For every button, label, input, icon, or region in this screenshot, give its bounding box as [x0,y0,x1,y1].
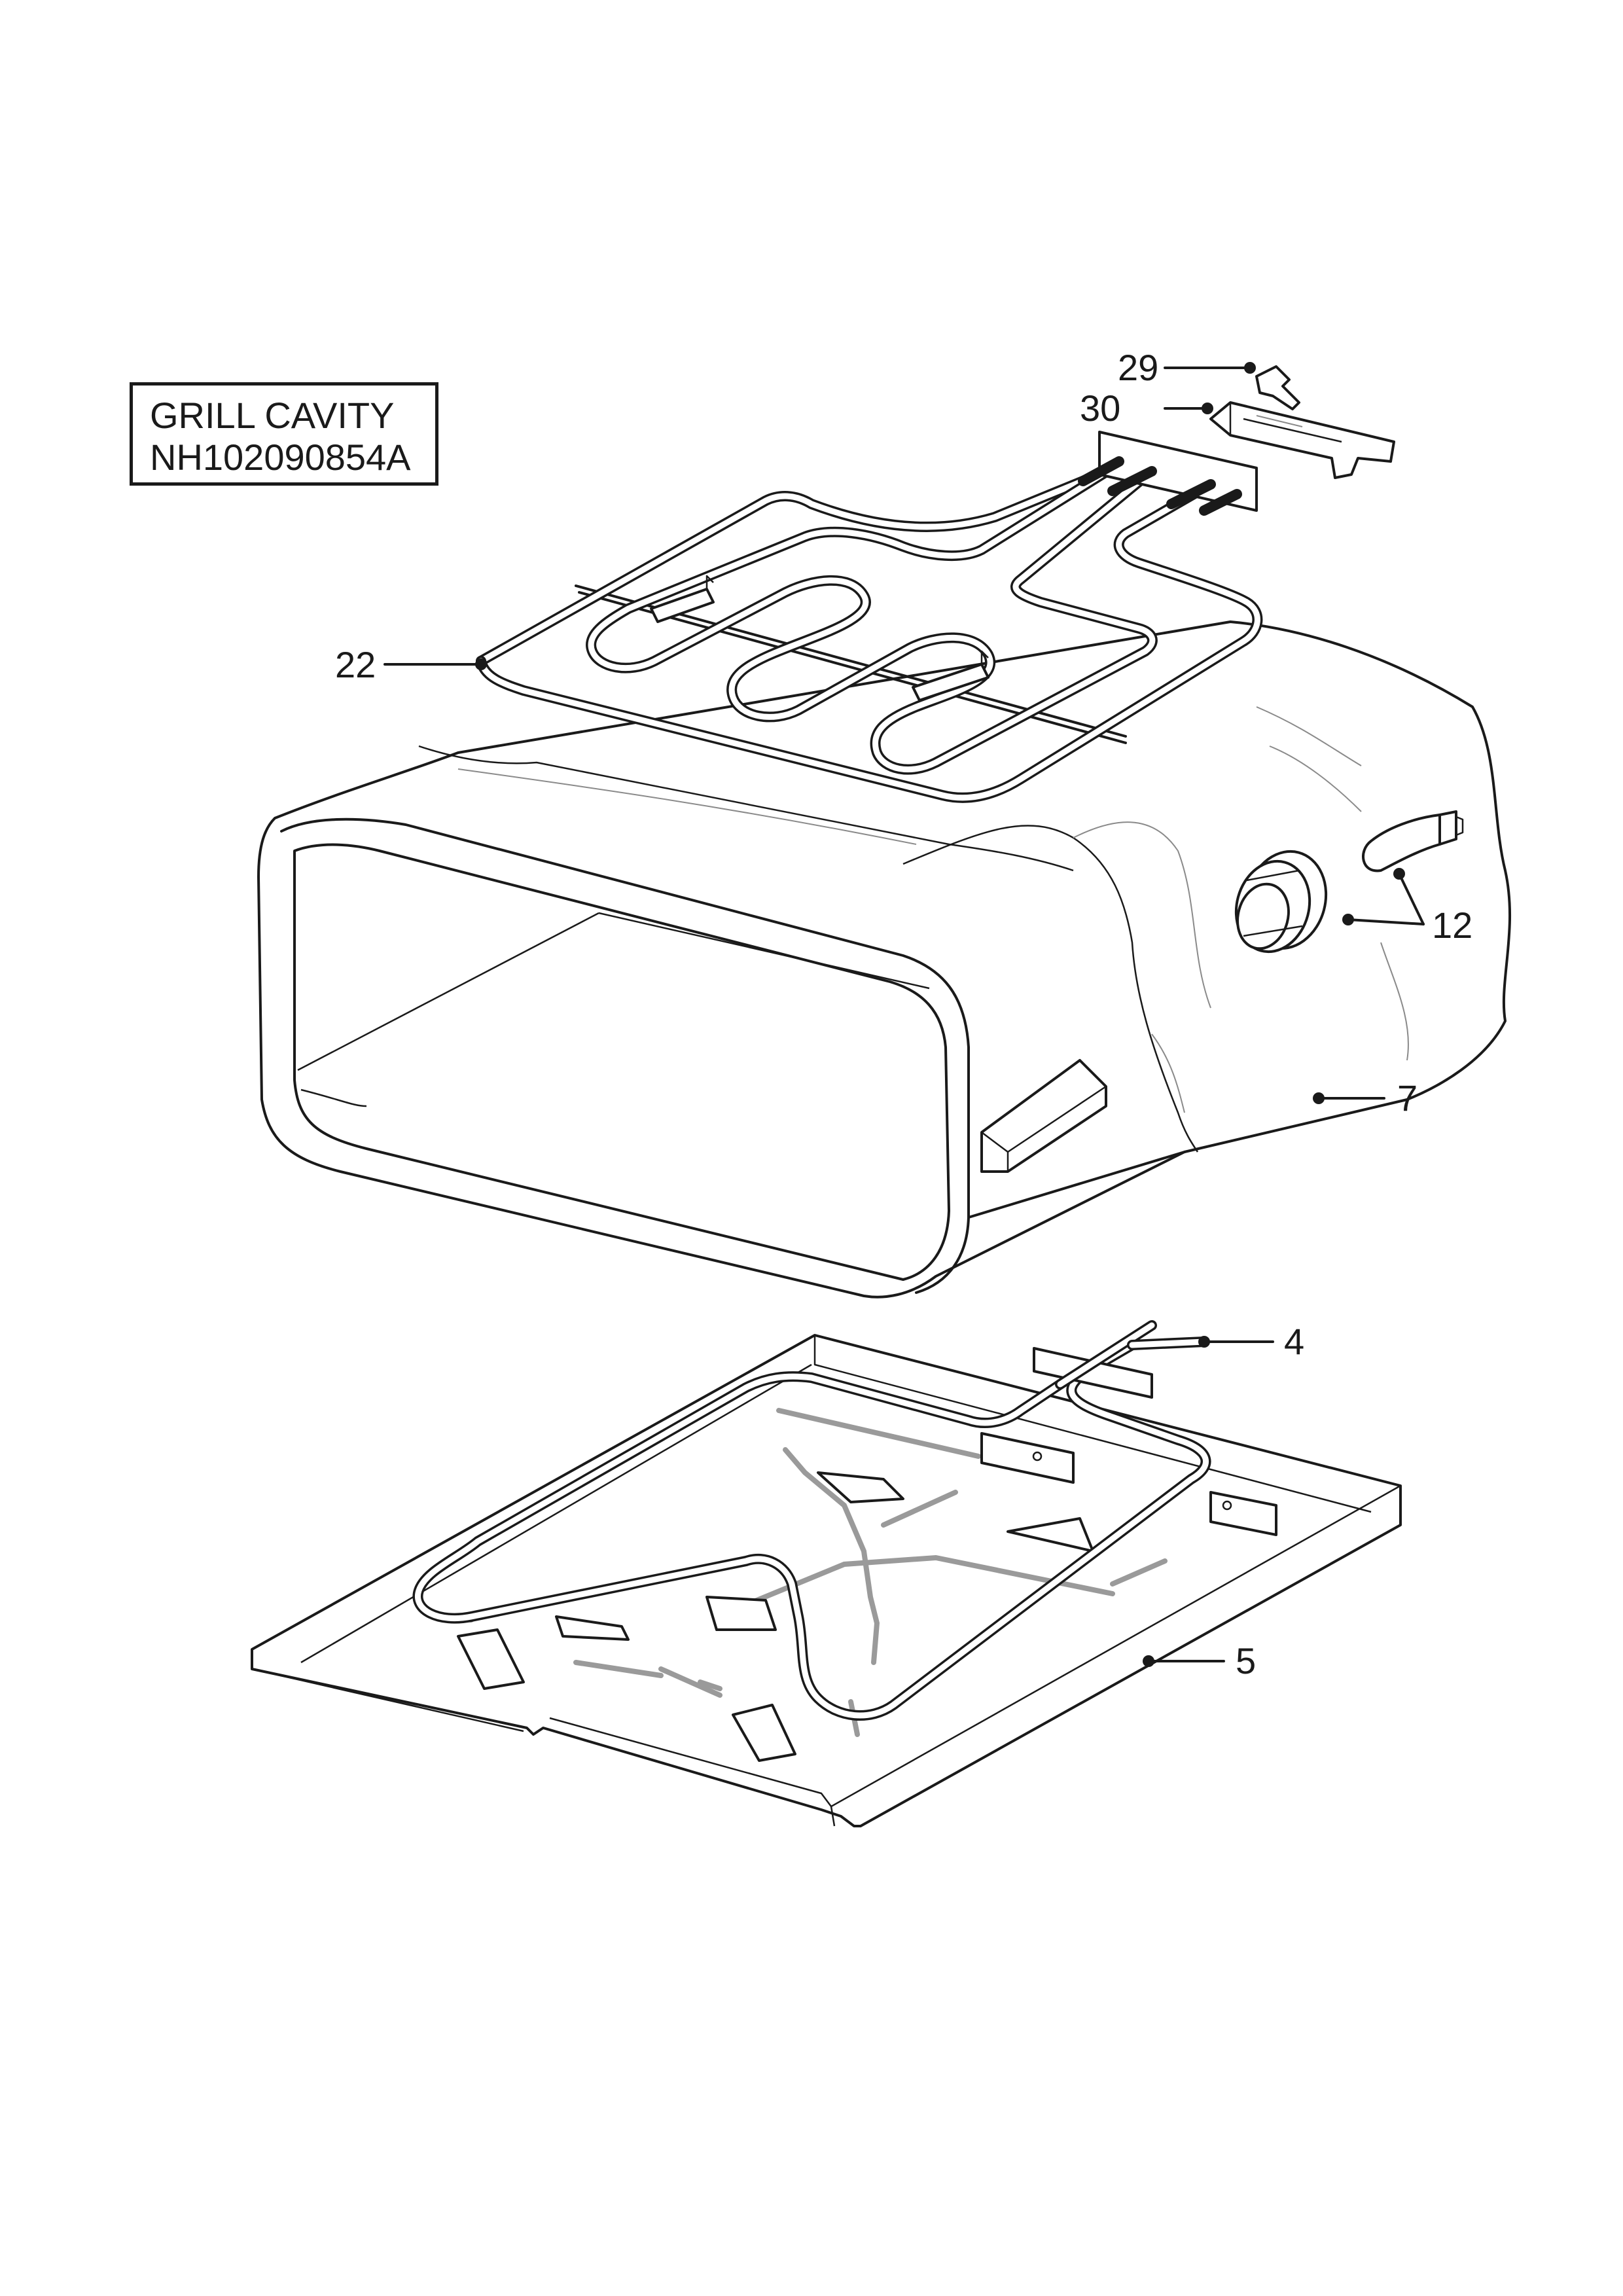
bottom-plate-part-5 [251,1320,1402,1827]
leader-dot-22 [475,658,487,670]
leader-dot-5 [1143,1655,1154,1667]
leader-12a [1398,872,1425,925]
leader-dot-7 [1313,1092,1325,1104]
leader-12b [1347,918,1425,925]
callout-4: 4 [1284,1321,1305,1362]
callout-12: 12 [1432,905,1473,946]
clip-part-29 [1255,365,1300,410]
leader-dot-12b [1342,914,1354,925]
callout-29: 29 [1118,347,1159,388]
leader-dot-29 [1244,362,1256,374]
grill-cavity-part-7 [257,620,1512,1299]
leader-lines [383,362,1425,1667]
callout-5: 5 [1236,1640,1257,1681]
leader-dot-12a [1393,868,1405,880]
leader-dot-30 [1202,403,1213,414]
diagram-part-number: NH102090854A [150,437,411,478]
leader-dot-4 [1198,1336,1210,1348]
bracket-part-30 [1209,401,1395,479]
callout-22: 22 [335,644,376,685]
diagram-title-box: GRILL CAVITY NH102090854A [130,382,438,486]
lamp-assembly-part-12 [1234,810,1464,954]
callout-30: 30 [1080,387,1121,429]
top-grill-element-part-22 [476,431,1263,803]
diagram-title: GRILL CAVITY [150,395,395,436]
callout-7: 7 [1397,1077,1418,1119]
